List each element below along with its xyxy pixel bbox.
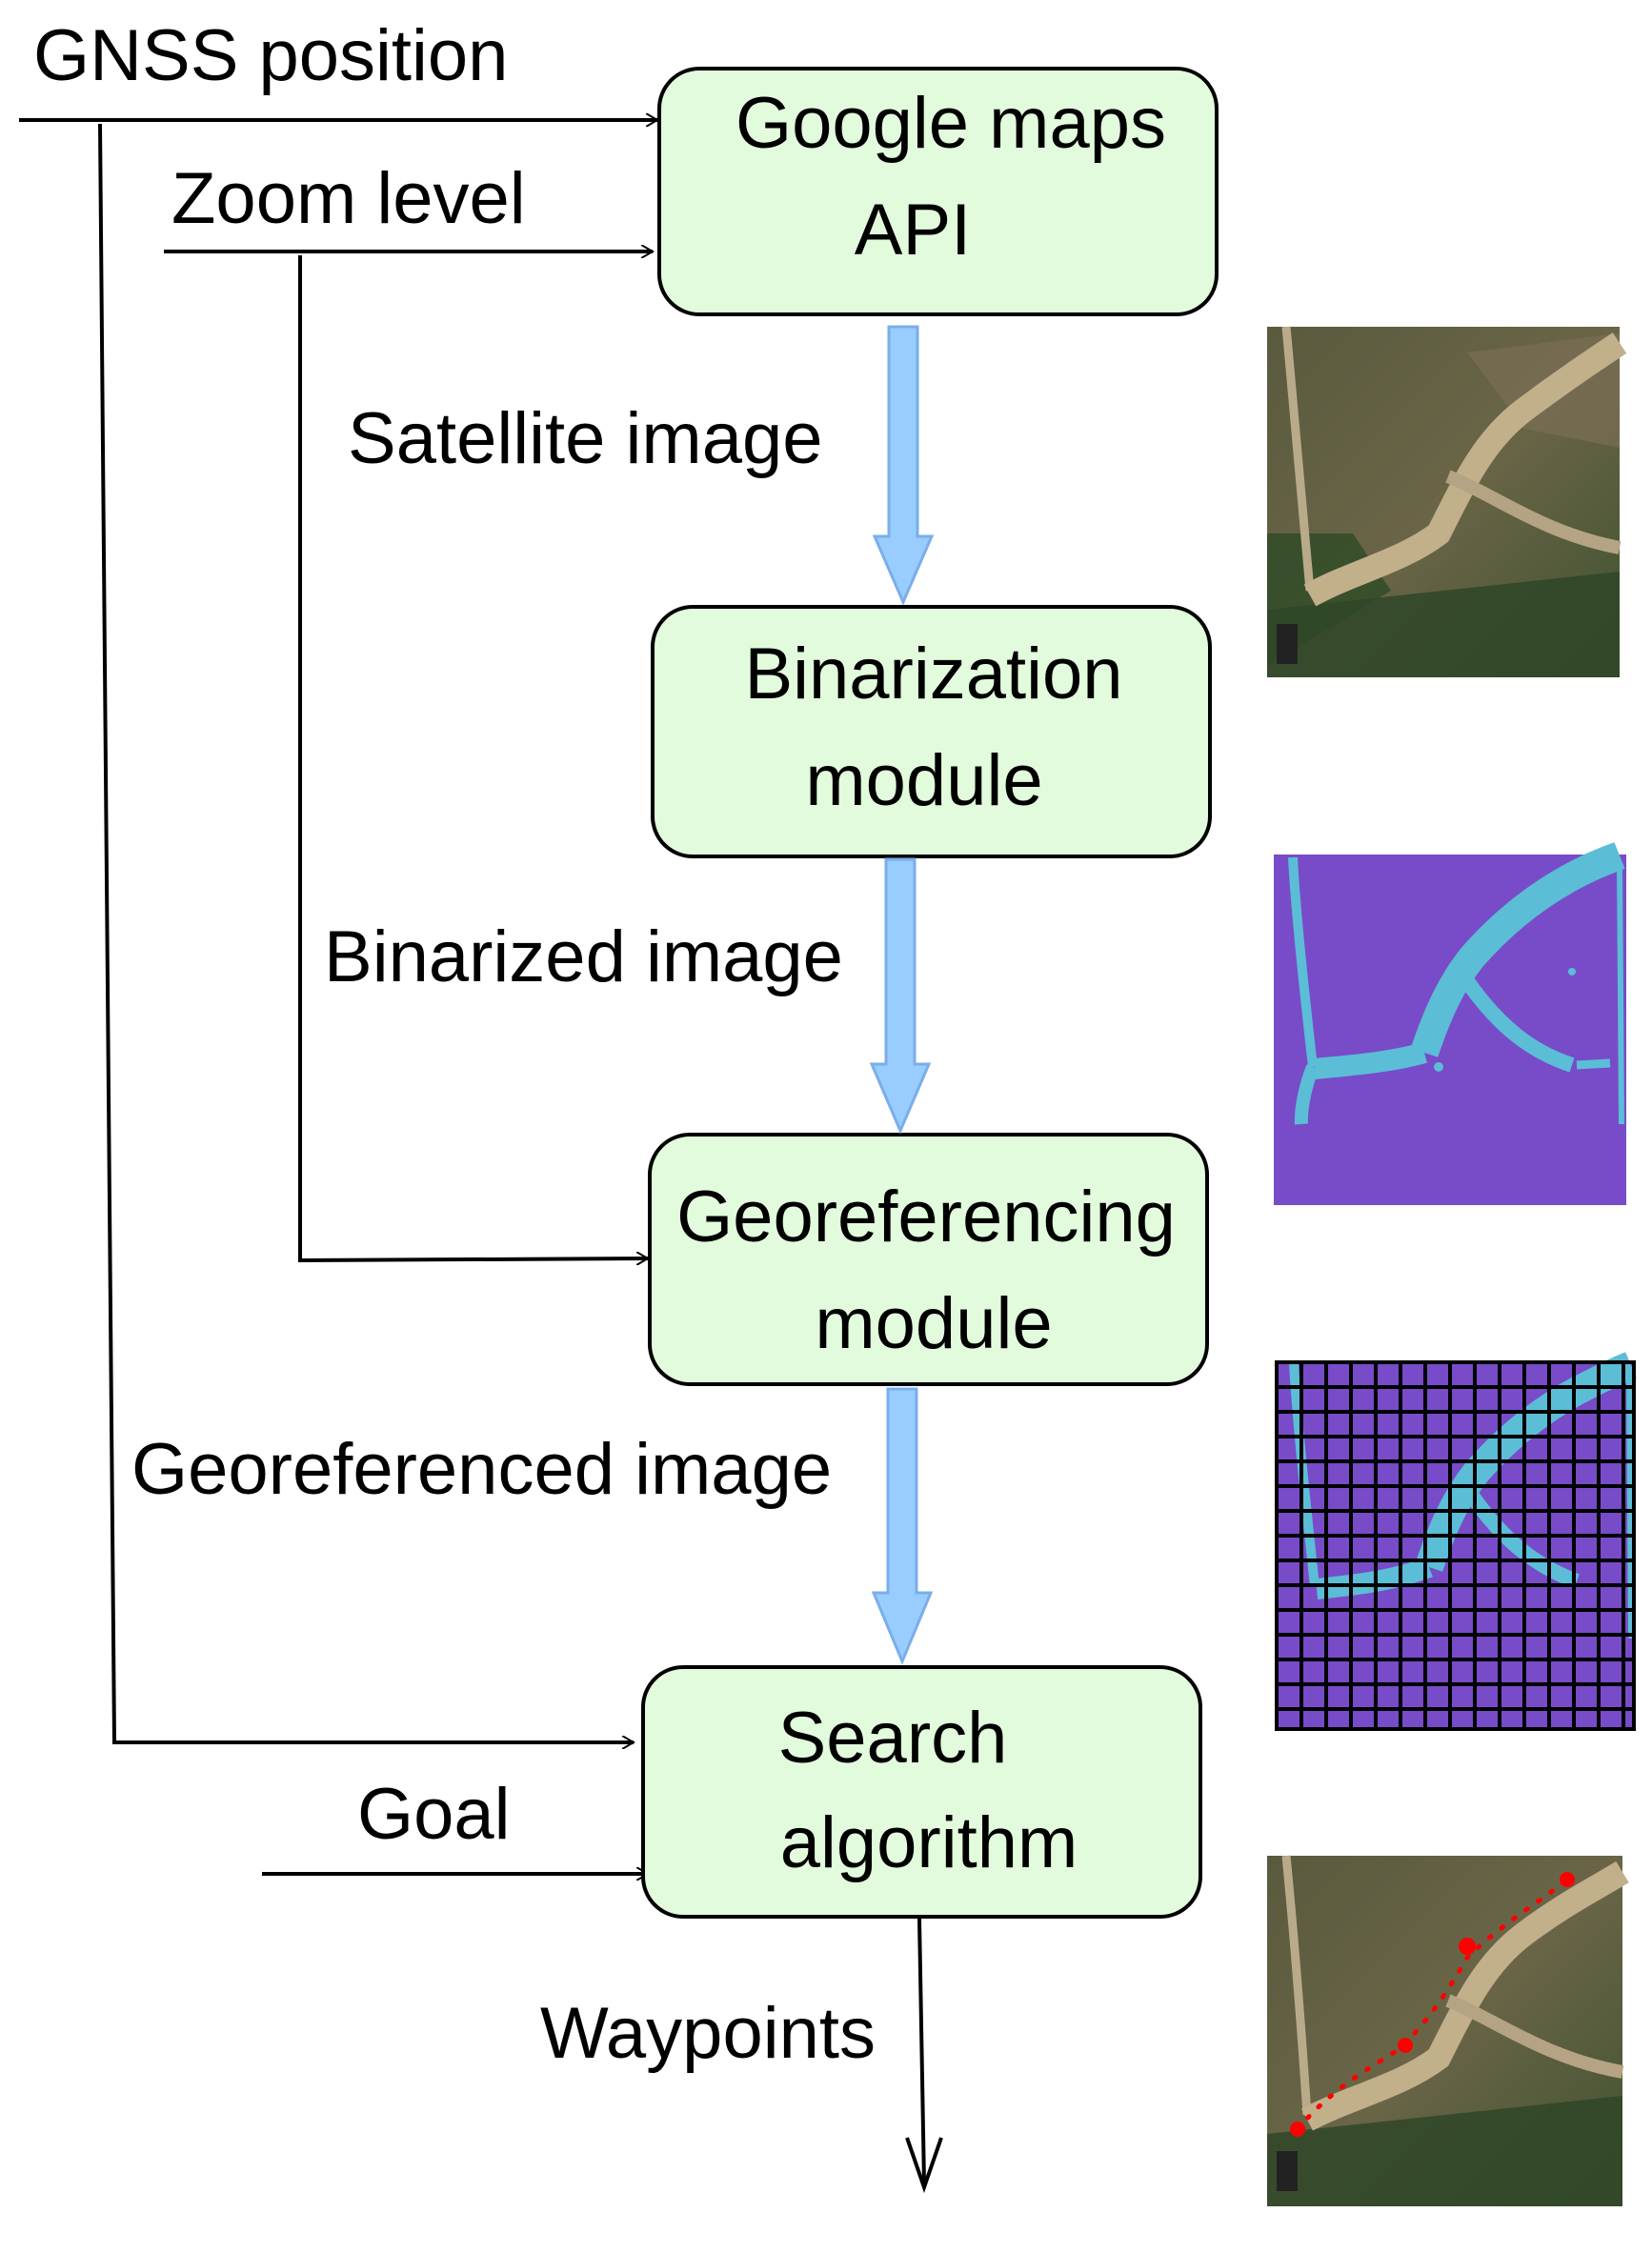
georeferenced-image-thumbnail (1275, 1352, 1637, 1731)
zoom-level-label: Zoom level (171, 158, 526, 239)
binarized-image-thumbnail (1274, 841, 1626, 1205)
waypoint-marker (1290, 2122, 1305, 2137)
georef-box-label-line2: module (815, 1283, 1052, 1364)
satellite-flow-arrow (872, 325, 935, 606)
georeferenced-image-label: Georeferenced image (131, 1429, 832, 1510)
zoom-to-georef-arrow (298, 255, 648, 1260)
waypoint-marker (1560, 1872, 1575, 1887)
waypoint-marker (1459, 1938, 1476, 1955)
gnss-position-label: GNSS position (33, 15, 508, 96)
search-box-label-line1: Search (778, 1698, 1008, 1779)
waypoints-arrowhead (905, 2137, 943, 2194)
binarization-box-label-line1: Binarization (744, 634, 1122, 714)
maps-box-label-line1: Google maps (735, 83, 1166, 164)
search-box-label-line2: algorithm (780, 1802, 1078, 1883)
waypoint-marker (1398, 2038, 1413, 2053)
waypoints-label: Waypoints (540, 1993, 876, 2074)
binarization-box-label-line2: module (805, 740, 1042, 821)
georef-box-label-line1: Georeferencing (676, 1177, 1176, 1257)
binarized-image-label: Binarized image (324, 916, 843, 997)
goal-label: Goal (357, 1774, 511, 1855)
waypoints-image-thumbnail (1267, 1855, 1629, 2206)
gnss-to-search-arrow (98, 123, 634, 1742)
waypoints-output-arrow (917, 1918, 926, 2184)
binarized-flow-arrow (869, 857, 932, 1135)
georeferenced-flow-arrow (871, 1387, 934, 1665)
satellite-image-thumbnail (1267, 326, 1627, 677)
google-maps-api-box: Google maps API (657, 67, 1219, 316)
binarization-module-box: Binarization module (651, 605, 1212, 858)
satellite-image-label: Satellite image (348, 398, 823, 479)
search-algorithm-box: Search algorithm (641, 1665, 1202, 1919)
maps-box-label-line2: API (855, 190, 972, 271)
georeferencing-module-box: Georeferencing module (648, 1133, 1209, 1386)
